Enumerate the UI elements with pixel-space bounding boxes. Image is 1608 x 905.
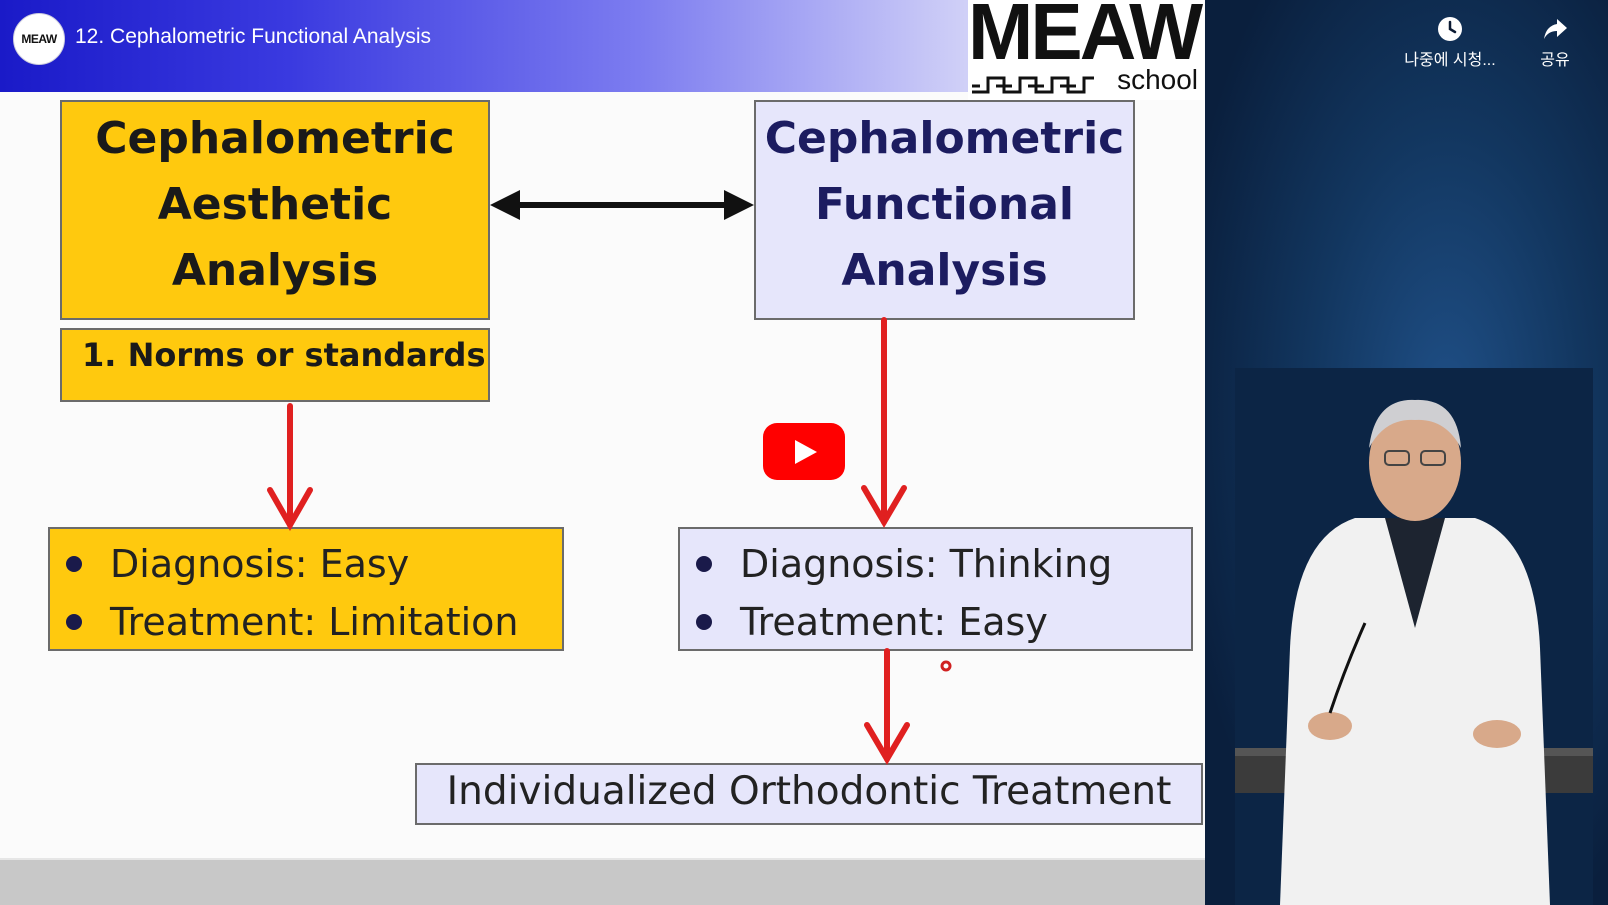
share-label: 공유 [1540,52,1570,69]
share-arrow-icon [1544,19,1567,39]
share-button[interactable]: 공유 [1530,16,1580,70]
norms-text: 1. Norms or standards [82,336,486,374]
watch-later-label: 나중에 시청... [1404,52,1496,69]
aesthetic-analysis-box: Cephalometric Aesthetic Analysis [60,100,490,320]
bullet-item: Diagnosis: Thinking [694,535,1112,593]
result-text: Individualized Orthodontic Treatment [446,769,1172,814]
functional-line-2: Functional [814,179,1075,230]
aesthetic-line-2: Aesthetic [157,179,393,230]
down-arrow-icon [861,317,907,528]
presenter-figure [1235,368,1593,905]
result-box: Individualized Orthodontic Treatment [415,763,1203,825]
aesthetic-bullets-box: Diagnosis: Easy Treatment: Limitation [48,527,564,651]
meaw-school-logo: MEAW school [968,0,1204,100]
presenter-video [1235,368,1593,905]
functional-bullets-box: Diagnosis: Thinking Treatment: Easy [678,527,1193,651]
slide-bottom-bar [0,858,1205,905]
slide: Cephalometric Aesthetic Analysis 1. Norm… [0,0,1205,905]
video-title[interactable]: 12. Cephalometric Functional Analysis [75,25,432,48]
channel-avatar[interactable]: MEAW [13,13,65,65]
watch-later-button[interactable]: 나중에 시청... [1400,16,1500,70]
functional-line-1: Cephalometric [764,113,1125,164]
down-arrow-icon [864,648,910,765]
bullet-item: Treatment: Limitation [64,593,519,651]
aesthetic-line-3: Analysis [171,245,379,296]
functional-line-3: Analysis [841,245,1048,296]
norms-box: 1. Norms or standards [60,328,490,402]
aesthetic-line-1: Cephalometric [95,113,455,164]
clock-icon [1438,17,1462,41]
wave-pattern-icon [972,76,1094,94]
down-arrow-icon [267,403,313,532]
pointer-dot [940,660,952,672]
bullet-item: Diagnosis: Easy [64,535,519,593]
double-arrow-icon [490,190,754,220]
functional-analysis-box: Cephalometric Functional Analysis [754,100,1135,320]
bullet-item: Treatment: Easy [694,593,1112,651]
play-button[interactable] [763,423,845,480]
